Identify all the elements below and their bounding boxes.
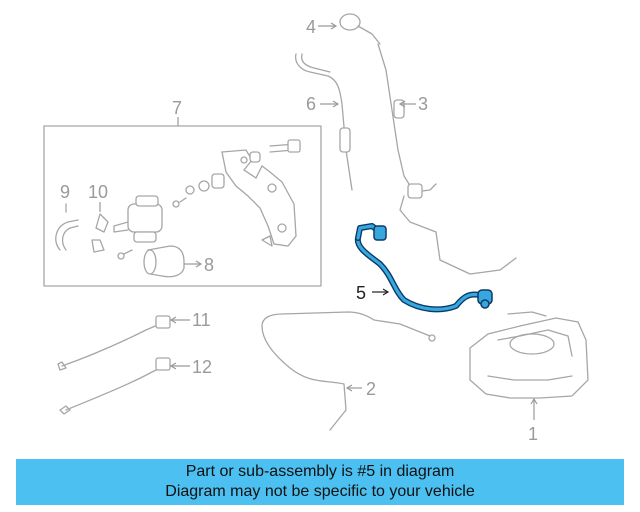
callout-6[interactable]: 6 xyxy=(306,94,316,114)
part-1-tank[interactable] xyxy=(469,311,589,420)
parts-diagram: 7 9 10 8 xyxy=(43,13,589,444)
part-11-sensor[interactable] xyxy=(57,315,190,371)
part-5-hose-highlighted[interactable] xyxy=(354,223,493,313)
part-2-line[interactable] xyxy=(261,311,436,431)
callout-1[interactable]: 1 xyxy=(528,424,538,444)
info-banner: Part or sub-assembly is #5 in diagram Di… xyxy=(16,459,624,505)
callout-10[interactable]: 10 xyxy=(88,182,108,202)
callout-2[interactable]: 2 xyxy=(366,379,376,399)
callout-7[interactable]: 7 xyxy=(172,98,182,118)
callout-12[interactable]: 12 xyxy=(192,357,212,377)
part-12-sensor[interactable] xyxy=(59,357,190,415)
part-3-line[interactable] xyxy=(377,43,517,275)
callout-8[interactable]: 8 xyxy=(204,255,214,275)
callout-5[interactable]: 5 xyxy=(356,283,366,303)
part-valve-assembly[interactable] xyxy=(113,195,187,260)
callout-4[interactable]: 4 xyxy=(306,17,316,37)
callout-11[interactable]: 11 xyxy=(192,310,211,330)
callout-9[interactable]: 9 xyxy=(60,182,70,202)
part-10-clip[interactable] xyxy=(91,202,109,253)
subassembly-frame-7 xyxy=(43,125,322,287)
callout-3[interactable]: 3 xyxy=(418,94,428,114)
part-9-hose[interactable] xyxy=(55,203,79,251)
part-4-connector[interactable] xyxy=(318,13,381,45)
banner-line-2: Diagram may not be specific to your vehi… xyxy=(165,483,475,500)
part-mount-bracket[interactable] xyxy=(185,139,301,247)
banner-line-1: Part or sub-assembly is #5 in diagram xyxy=(185,463,455,480)
part-8-canister[interactable] xyxy=(143,245,203,278)
part-6-line[interactable] xyxy=(294,53,353,191)
